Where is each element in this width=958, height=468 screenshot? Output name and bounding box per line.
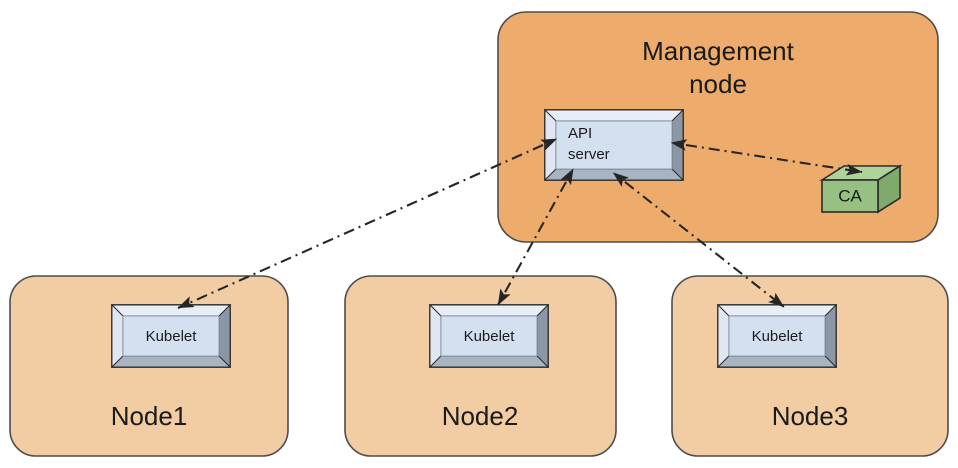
node3-kubelet-box[interactable]: Kubelet (716, 303, 838, 369)
node1-title: Node1 (111, 401, 188, 431)
api-server-bevel-left (544, 108, 557, 182)
api-server-box[interactable]: API server (543, 108, 685, 182)
node1-kubelet-label: Kubelet (146, 328, 198, 345)
node2-kubelet-bevel-top (428, 304, 550, 317)
connector-api-to-node3-kubelet[interactable] (612, 172, 785, 308)
node3-kubelet-label: Kubelet (752, 328, 804, 345)
api-server-bevel-bottom (543, 168, 685, 181)
node1-kubelet-face (122, 315, 220, 357)
node2-kubelet-label: Kubelet (464, 328, 516, 345)
node3-kubelet-bevel-bottom (716, 355, 838, 368)
node1-container[interactable]: Node1 Kubelet (9, 275, 289, 457)
node2-title: Node2 (442, 401, 519, 431)
node3-title: Node3 (772, 401, 849, 431)
connector-api-to-ca[interactable] (670, 139, 863, 176)
api-server-label-line1: API (568, 125, 592, 142)
node2-container[interactable]: Node2 Kubelet (344, 275, 617, 457)
node3-kubelet-face (728, 315, 826, 357)
node1-kubelet-bevel-bottom (110, 355, 232, 368)
node1-kubelet-box[interactable]: Kubelet (110, 303, 232, 369)
node2-kubelet-box[interactable]: Kubelet (428, 303, 550, 369)
node3-kubelet-bevel-top (716, 304, 838, 317)
api-server-bevel-top (543, 109, 685, 122)
management-node-title-line1: Management (642, 36, 795, 66)
node2-kubelet-bevel-bottom (428, 355, 550, 368)
node1-kubelet-bevel-top (110, 304, 232, 317)
ca-box-front-face (821, 179, 879, 213)
ca-box-label: CA (838, 186, 862, 205)
connector-api-to-node2-kubelet[interactable] (497, 168, 574, 306)
api-server-label-line2: server (568, 146, 610, 163)
node3-container[interactable]: Node3 Kubelet (671, 275, 949, 457)
api-server-face (555, 120, 673, 170)
management-node-title-line2: node (689, 69, 747, 99)
connectors-layer (177, 138, 863, 309)
api-server-bevel-right (671, 108, 684, 182)
node2-kubelet-face (440, 315, 538, 357)
